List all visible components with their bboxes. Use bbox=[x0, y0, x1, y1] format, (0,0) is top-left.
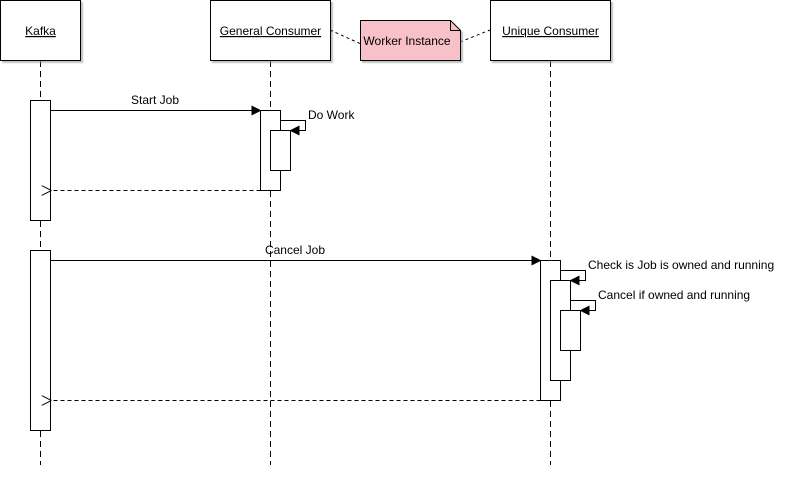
do-work-arrow bbox=[280, 120, 306, 136]
cancel-job-label: Cancel Job bbox=[265, 243, 325, 257]
participant-unique-consumer-label: Unique Consumer bbox=[502, 24, 599, 38]
general-consumer-self-activation bbox=[270, 130, 291, 171]
participant-general-consumer[interactable]: General Consumer bbox=[210, 0, 331, 61]
kafka-activation-2 bbox=[30, 250, 51, 431]
note-connector-left bbox=[329, 29, 362, 45]
participant-kafka[interactable]: Kafka bbox=[0, 0, 81, 61]
check-owned-arrow bbox=[560, 270, 586, 286]
participant-general-consumer-label: General Consumer bbox=[220, 24, 321, 38]
do-work-label: Do Work bbox=[308, 108, 355, 122]
unique-consumer-self-activation-2 bbox=[560, 310, 581, 351]
cancel-if-owned-label: Cancel if owned and running bbox=[598, 288, 750, 302]
kafka-activation-1 bbox=[30, 100, 51, 221]
note-connector-right bbox=[459, 29, 491, 43]
start-job-label: Start Job bbox=[131, 93, 179, 107]
check-owned-label: Check is Job is owned and running bbox=[588, 258, 774, 272]
participant-unique-consumer[interactable]: Unique Consumer bbox=[490, 0, 611, 61]
cancel-if-owned-arrow bbox=[570, 300, 596, 316]
worker-instance-note[interactable]: Worker Instance bbox=[360, 20, 461, 61]
worker-instance-note-label: Worker Instance bbox=[363, 34, 450, 48]
participant-kafka-label: Kafka bbox=[25, 24, 56, 38]
